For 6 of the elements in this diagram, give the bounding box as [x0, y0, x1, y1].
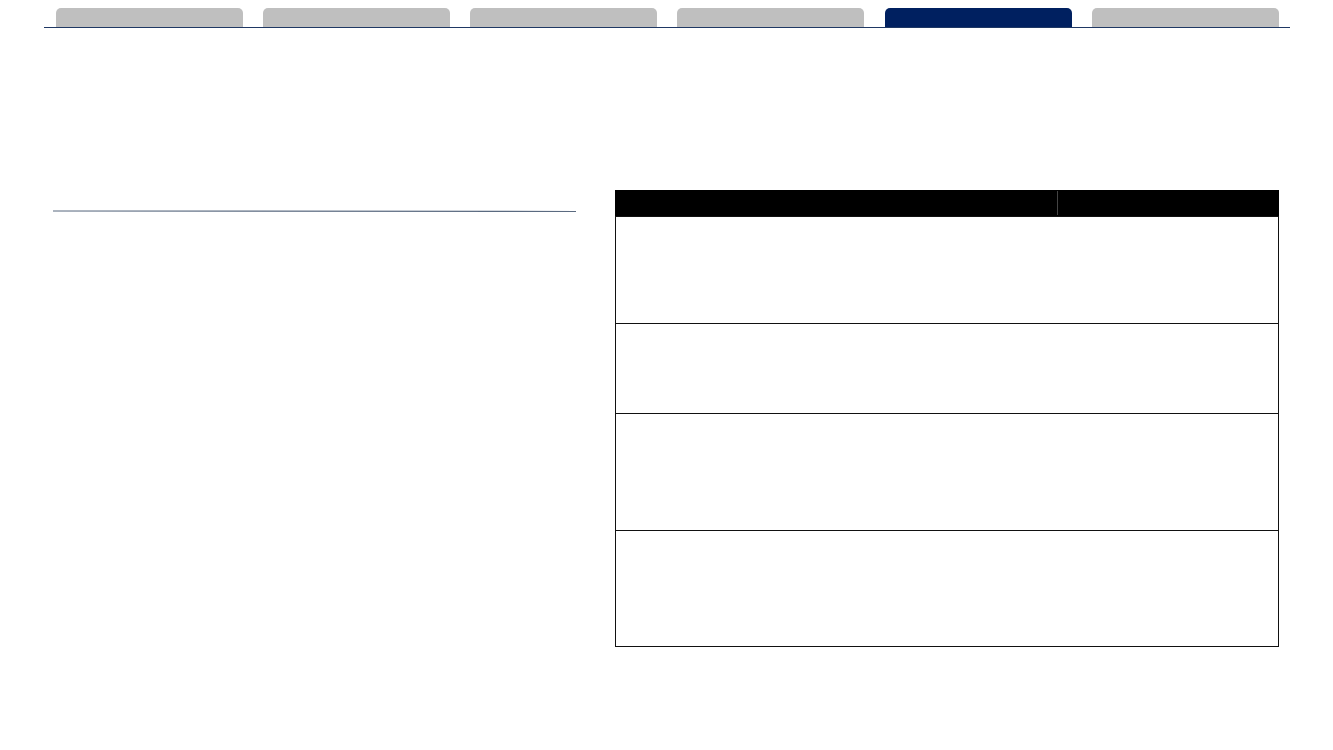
tab	[470, 8, 657, 27]
tab	[1092, 8, 1279, 27]
tab	[885, 8, 1072, 27]
tab	[677, 8, 864, 27]
tab	[263, 8, 450, 27]
tab	[56, 8, 243, 27]
